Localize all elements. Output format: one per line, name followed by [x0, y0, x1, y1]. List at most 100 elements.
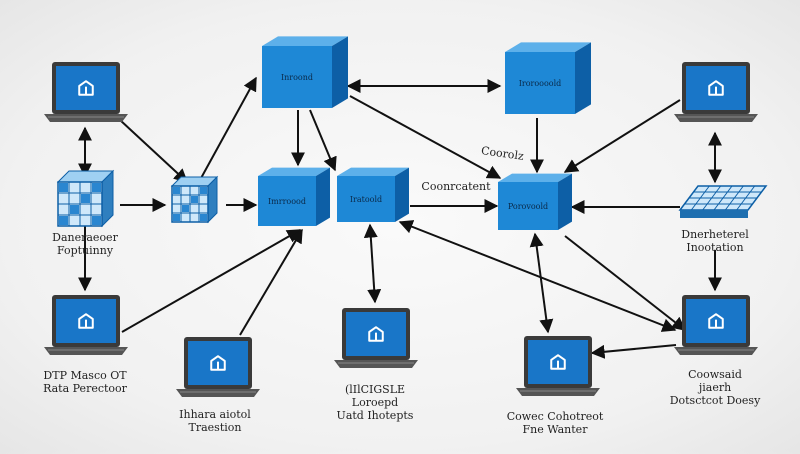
cube-top-right-top-face [505, 42, 591, 52]
laptop-bottom-right [674, 295, 758, 355]
bottom-left-laptop-label-line-2: Rata Perectoor [43, 382, 127, 395]
grid-box-mid-left-cell [200, 214, 207, 221]
bottom-center-laptop-label-line-1: (lIlCIGSLE [344, 383, 406, 396]
laptop-top-left-keyboard-base [44, 114, 128, 122]
cube-mid-left-side-face [316, 167, 330, 226]
laptop-app-icon [78, 313, 94, 329]
cube-mid-right-top-face [498, 173, 572, 182]
bottom-left-laptop-label-line-1: DTP Masco OT [43, 369, 127, 382]
right-grid-label-line-2: Inootation [686, 241, 744, 254]
grid-panel-right [678, 185, 768, 218]
laptop-bottom-mid-left [176, 337, 260, 397]
laptop-bottom-mid-right-keyboard-base [516, 388, 600, 396]
bottom-mid-right-laptop-label-line-2: Fne Wanter [522, 423, 588, 436]
bottom-right-laptop-label: Coowsaid jiaerh Dotsctcot Doesy [650, 368, 780, 407]
grid-panel-right-edge [680, 210, 748, 218]
laptop-app-icon [550, 354, 566, 370]
laptop-app-icon [708, 80, 724, 96]
cube-mid-left-top-face [258, 167, 330, 176]
bottom-mid-left-laptop-label-line-2: Traestion [188, 421, 242, 434]
laptop-bottom-center [334, 308, 418, 368]
laptop-bottom-center-keyboard-base [334, 360, 418, 368]
arrow-label-connection: Coonrcatent [421, 180, 491, 193]
arrow-label-cluster: Coorolz [480, 144, 524, 163]
grid-box-left [56, 169, 115, 228]
arrow-bottom-mid-left-laptop-to-mid-cube [239, 228, 303, 336]
grid-box-mid-left-cell [191, 196, 198, 203]
cube-top-right-side-face [575, 42, 591, 114]
cube-top-center-front-face [262, 46, 332, 108]
cube-mid-center-side-face [395, 167, 409, 222]
right-grid-label-line-1: Dnerheterel [681, 228, 749, 241]
laptop-app-icon [708, 313, 724, 329]
laptop-top-right [674, 62, 758, 122]
grid-box-left-cell [59, 216, 68, 225]
left-grid-label-line-2: Foptuinny [56, 244, 114, 257]
bottom-center-laptop-label-line-2: Loroepd [351, 396, 399, 409]
cube-mid-right-front-face [498, 182, 558, 230]
arrow-right-laptop-to-right-cube [563, 99, 681, 173]
grid-box-mid-left-cell [182, 205, 189, 212]
cube-mid-left: Imrroood [258, 167, 330, 226]
arrow-top-cube-to-mid-center-cube [309, 109, 337, 172]
bottom-left-laptop-label: DTP Masco OT Rata Perectoor [20, 369, 150, 395]
arrow-bottom-left-laptop-to-mid-cube [121, 229, 302, 333]
bottom-mid-right-laptop-label-line-1: Cowec Cohotreot [506, 410, 604, 423]
cube-mid-center-top-face [337, 167, 409, 176]
laptop-app-icon [210, 355, 226, 371]
grid-box-left-cell [92, 183, 101, 192]
left-grid-label: Daneraeoer Foptuinny [20, 231, 150, 257]
bottom-center-laptop-label: (lIlCIGSLE Loroepd Uatd Ihotepts [310, 383, 440, 422]
cube-mid-center-front-face [337, 176, 395, 222]
cube-mid-left-label: Imrroood [268, 197, 306, 206]
cube-mid-right: Porovoold [498, 173, 572, 230]
bottom-right-laptop-label-line-2: jiaerh [698, 381, 732, 394]
grid-box-left-cell [59, 183, 68, 192]
grid-box-mid-left [170, 175, 219, 224]
left-grid-label-line-1: Daneraeoer [52, 231, 118, 244]
cube-top-center-side-face [332, 36, 348, 108]
bottom-center-laptop-label-line-3: Uatd Ihotepts [336, 409, 414, 422]
bottom-mid-left-laptop-label: Ihhara aiotol Traestion [150, 408, 280, 434]
laptop-bottom-mid-left-keyboard-base [176, 389, 260, 397]
cube-top-right-label: Iroroooold [519, 79, 562, 88]
laptop-bottom-mid-right [516, 336, 600, 396]
laptop-bottom-right-keyboard-base [674, 347, 758, 355]
laptop-top-right-keyboard-base [674, 114, 758, 122]
bottom-right-laptop-label-line-1: Coowsaid [688, 368, 742, 381]
grid-box-left-cell [92, 216, 101, 225]
cube-top-center-label: Inroond [281, 73, 313, 82]
cube-mid-center-label: Iratoold [350, 195, 382, 204]
grid-box-mid-left-cell [173, 214, 180, 221]
grid-box-mid-left-cell [200, 187, 207, 194]
cube-mid-center: Iratoold [337, 167, 409, 222]
cube-mid-right-label: Porovoold [508, 202, 548, 211]
arrow-left-laptop-to-grid2 [119, 119, 189, 183]
cube-top-center-top-face [262, 36, 348, 46]
right-grid-label: Dnerheterel Inootation [650, 228, 780, 254]
cube-mid-left-front-face [258, 176, 316, 226]
arrow-grid2-to-top-cube [199, 76, 257, 181]
arrow-mid-center-to-bottom-center [363, 223, 382, 304]
grid-box-left-cell [81, 194, 90, 203]
cube-top-right-front-face [505, 52, 575, 114]
grid-box-mid-left-cell [173, 187, 180, 194]
laptop-top-left [44, 62, 128, 122]
laptop-bottom-left [44, 295, 128, 355]
cube-top-center: Inroond [262, 36, 348, 108]
bottom-right-laptop-label-line-3: Dotsctcot Doesy [669, 394, 761, 407]
grid-box-left-cell [70, 205, 79, 214]
cube-mid-right-side-face [558, 173, 572, 230]
arrow-bottom-right-laptop-to-mid-right-laptop [590, 344, 677, 359]
laptop-app-icon [368, 326, 384, 342]
bottom-mid-left-laptop-label-line-1: Ihhara aiotol [179, 408, 251, 421]
bottom-mid-right-laptop-label: Cowec Cohotreot Fne Wanter [490, 410, 620, 436]
cube-top-right: Iroroooold [505, 42, 591, 114]
arrow-mid-center-to-bottom-right-laptop [398, 220, 677, 332]
arrow-right-cube-to-bottom-mid-right [529, 232, 554, 334]
laptop-app-icon [78, 80, 94, 96]
